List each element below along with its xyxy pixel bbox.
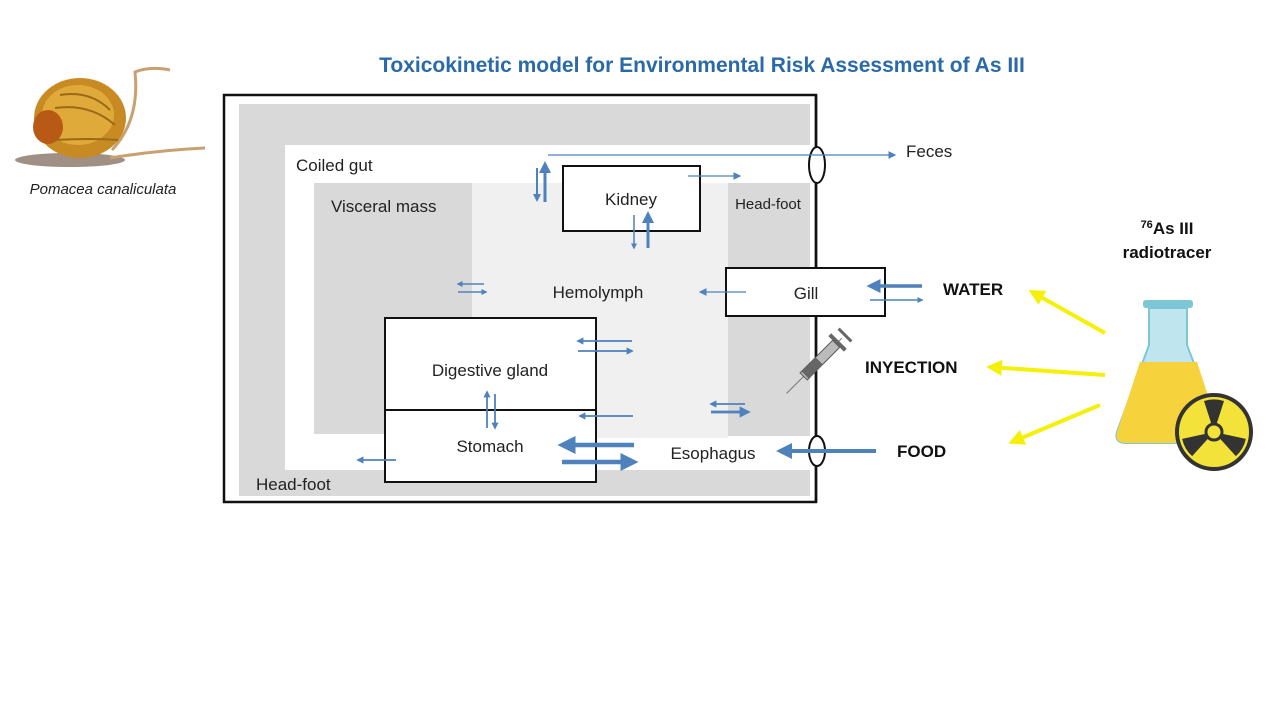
diagram-title: Toxicokinetic model for Environmental Ri…	[379, 54, 1025, 77]
hemolymph-label: Hemolymph	[553, 283, 644, 302]
feces-label: Feces	[906, 142, 952, 161]
tracer-name: As III	[1153, 219, 1194, 238]
coiled-gut-label: Coiled gut	[296, 156, 373, 175]
visceral-mass-label: Visceral mass	[331, 197, 437, 216]
tracer-label: 76As III	[1141, 219, 1194, 238]
species-caption: Pomacea canaliculata	[30, 181, 177, 198]
digestive-gland-label: Digestive gland	[432, 361, 548, 380]
gill-label: Gill	[794, 284, 819, 303]
head-foot-right-label: Head-foot	[735, 196, 802, 213]
gill-box	[725, 267, 886, 317]
head-foot-bottom-label: Head-foot	[256, 475, 331, 494]
food-route-label: FOOD	[897, 442, 946, 461]
syringe-icon	[786, 327, 853, 394]
flux-arrows	[356, 151, 924, 471]
injection-route-label: INYECTION	[865, 358, 958, 377]
anus-sphincter	[808, 146, 826, 184]
kidney-label: Kidney	[605, 190, 657, 209]
tracer-label-line2: radiotracer	[1123, 243, 1212, 262]
kidney-box	[562, 165, 701, 232]
exposure-arrows	[986, 290, 1106, 445]
esophagus-label: Esophagus	[670, 444, 755, 463]
stomach-label: Stomach	[456, 437, 523, 456]
water-route-label: WATER	[943, 280, 1003, 299]
isotope-number: 76	[1141, 219, 1153, 231]
radiation-icon	[1175, 393, 1253, 471]
snail-image	[15, 66, 206, 167]
